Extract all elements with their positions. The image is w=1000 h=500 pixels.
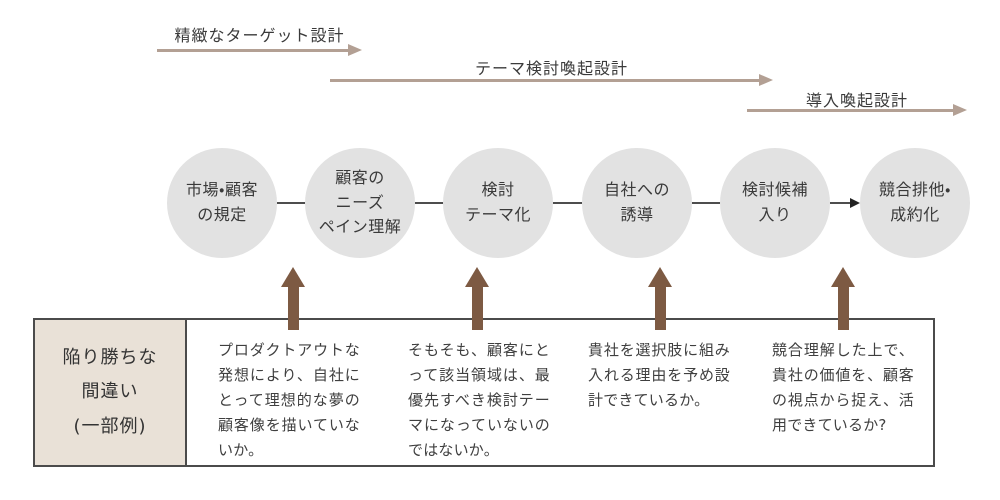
up-arrow-shaft <box>654 287 666 330</box>
up-arrow-shaft <box>837 287 849 330</box>
step-circle-theme: 検討 テーマ化 <box>443 148 553 258</box>
up-arrow-icon <box>465 267 489 330</box>
phase-arrow-theme-consideration <box>330 74 773 86</box>
right-arrowhead-icon <box>348 44 362 56</box>
up-arrow-shaft <box>471 287 483 330</box>
step-circle-self-guidance: 自社への 誘導 <box>582 148 692 258</box>
step-connector <box>277 202 305 204</box>
step-connector <box>415 202 443 204</box>
up-arrowhead-icon <box>465 267 489 287</box>
step-circle-shortlist: 検討候補 入り <box>720 148 830 258</box>
up-arrow-icon <box>281 267 305 330</box>
phase-label-target-design: 精緻なターゲット設計 <box>174 26 345 45</box>
mistake-item: プロダクトアウトな発想により、自社にとって理想的な夢の顧客像を描いていないか。 <box>218 341 360 459</box>
common-mistakes-box: 陥り勝ちな 間違い (一部例) プロダクトアウトな発想により、自社にとって理想的… <box>33 318 935 467</box>
step-circle-market-definition: 市場・顧客 の規定 <box>167 148 277 258</box>
step-connector <box>553 202 582 204</box>
step-circle-needs-pain: 顧客の ニーズ ペイン理解 <box>305 148 415 258</box>
mistake-item: そもそも、顧客にとって該当領域は、最優先すべき検討テーマになっていないのではない… <box>408 341 550 459</box>
phase-label-theme-consideration: テーマ検討喚起設計 <box>474 59 628 78</box>
step-circle-close: 競合排他・ 成約化 <box>860 148 970 258</box>
up-arrow-shaft <box>287 287 299 330</box>
mistake-item: 貴社を選択肢に組み入れる理由を予め設計できているか。 <box>588 341 730 409</box>
right-arrowhead-icon <box>759 74 773 86</box>
phase-label-adoption: 導入喚起設計 <box>805 91 908 110</box>
up-arrow-icon <box>648 267 672 330</box>
step-connector <box>692 202 720 204</box>
right-arrowhead-icon <box>953 104 967 116</box>
up-arrowhead-icon <box>281 267 305 287</box>
common-mistakes-title: 陥り勝ちな 間違い (一部例) <box>35 320 187 465</box>
up-arrowhead-icon <box>648 267 672 287</box>
up-arrowhead-icon <box>831 267 855 287</box>
phase-arrow-target-design <box>157 44 362 56</box>
phase-arrow-adoption <box>747 104 967 116</box>
mistake-item: 競合理解した上で、貴社の価値を、顧客の視点から捉え、活用できているか? <box>772 341 914 434</box>
step-connector-arrow <box>830 198 860 208</box>
up-arrow-icon <box>831 267 855 330</box>
